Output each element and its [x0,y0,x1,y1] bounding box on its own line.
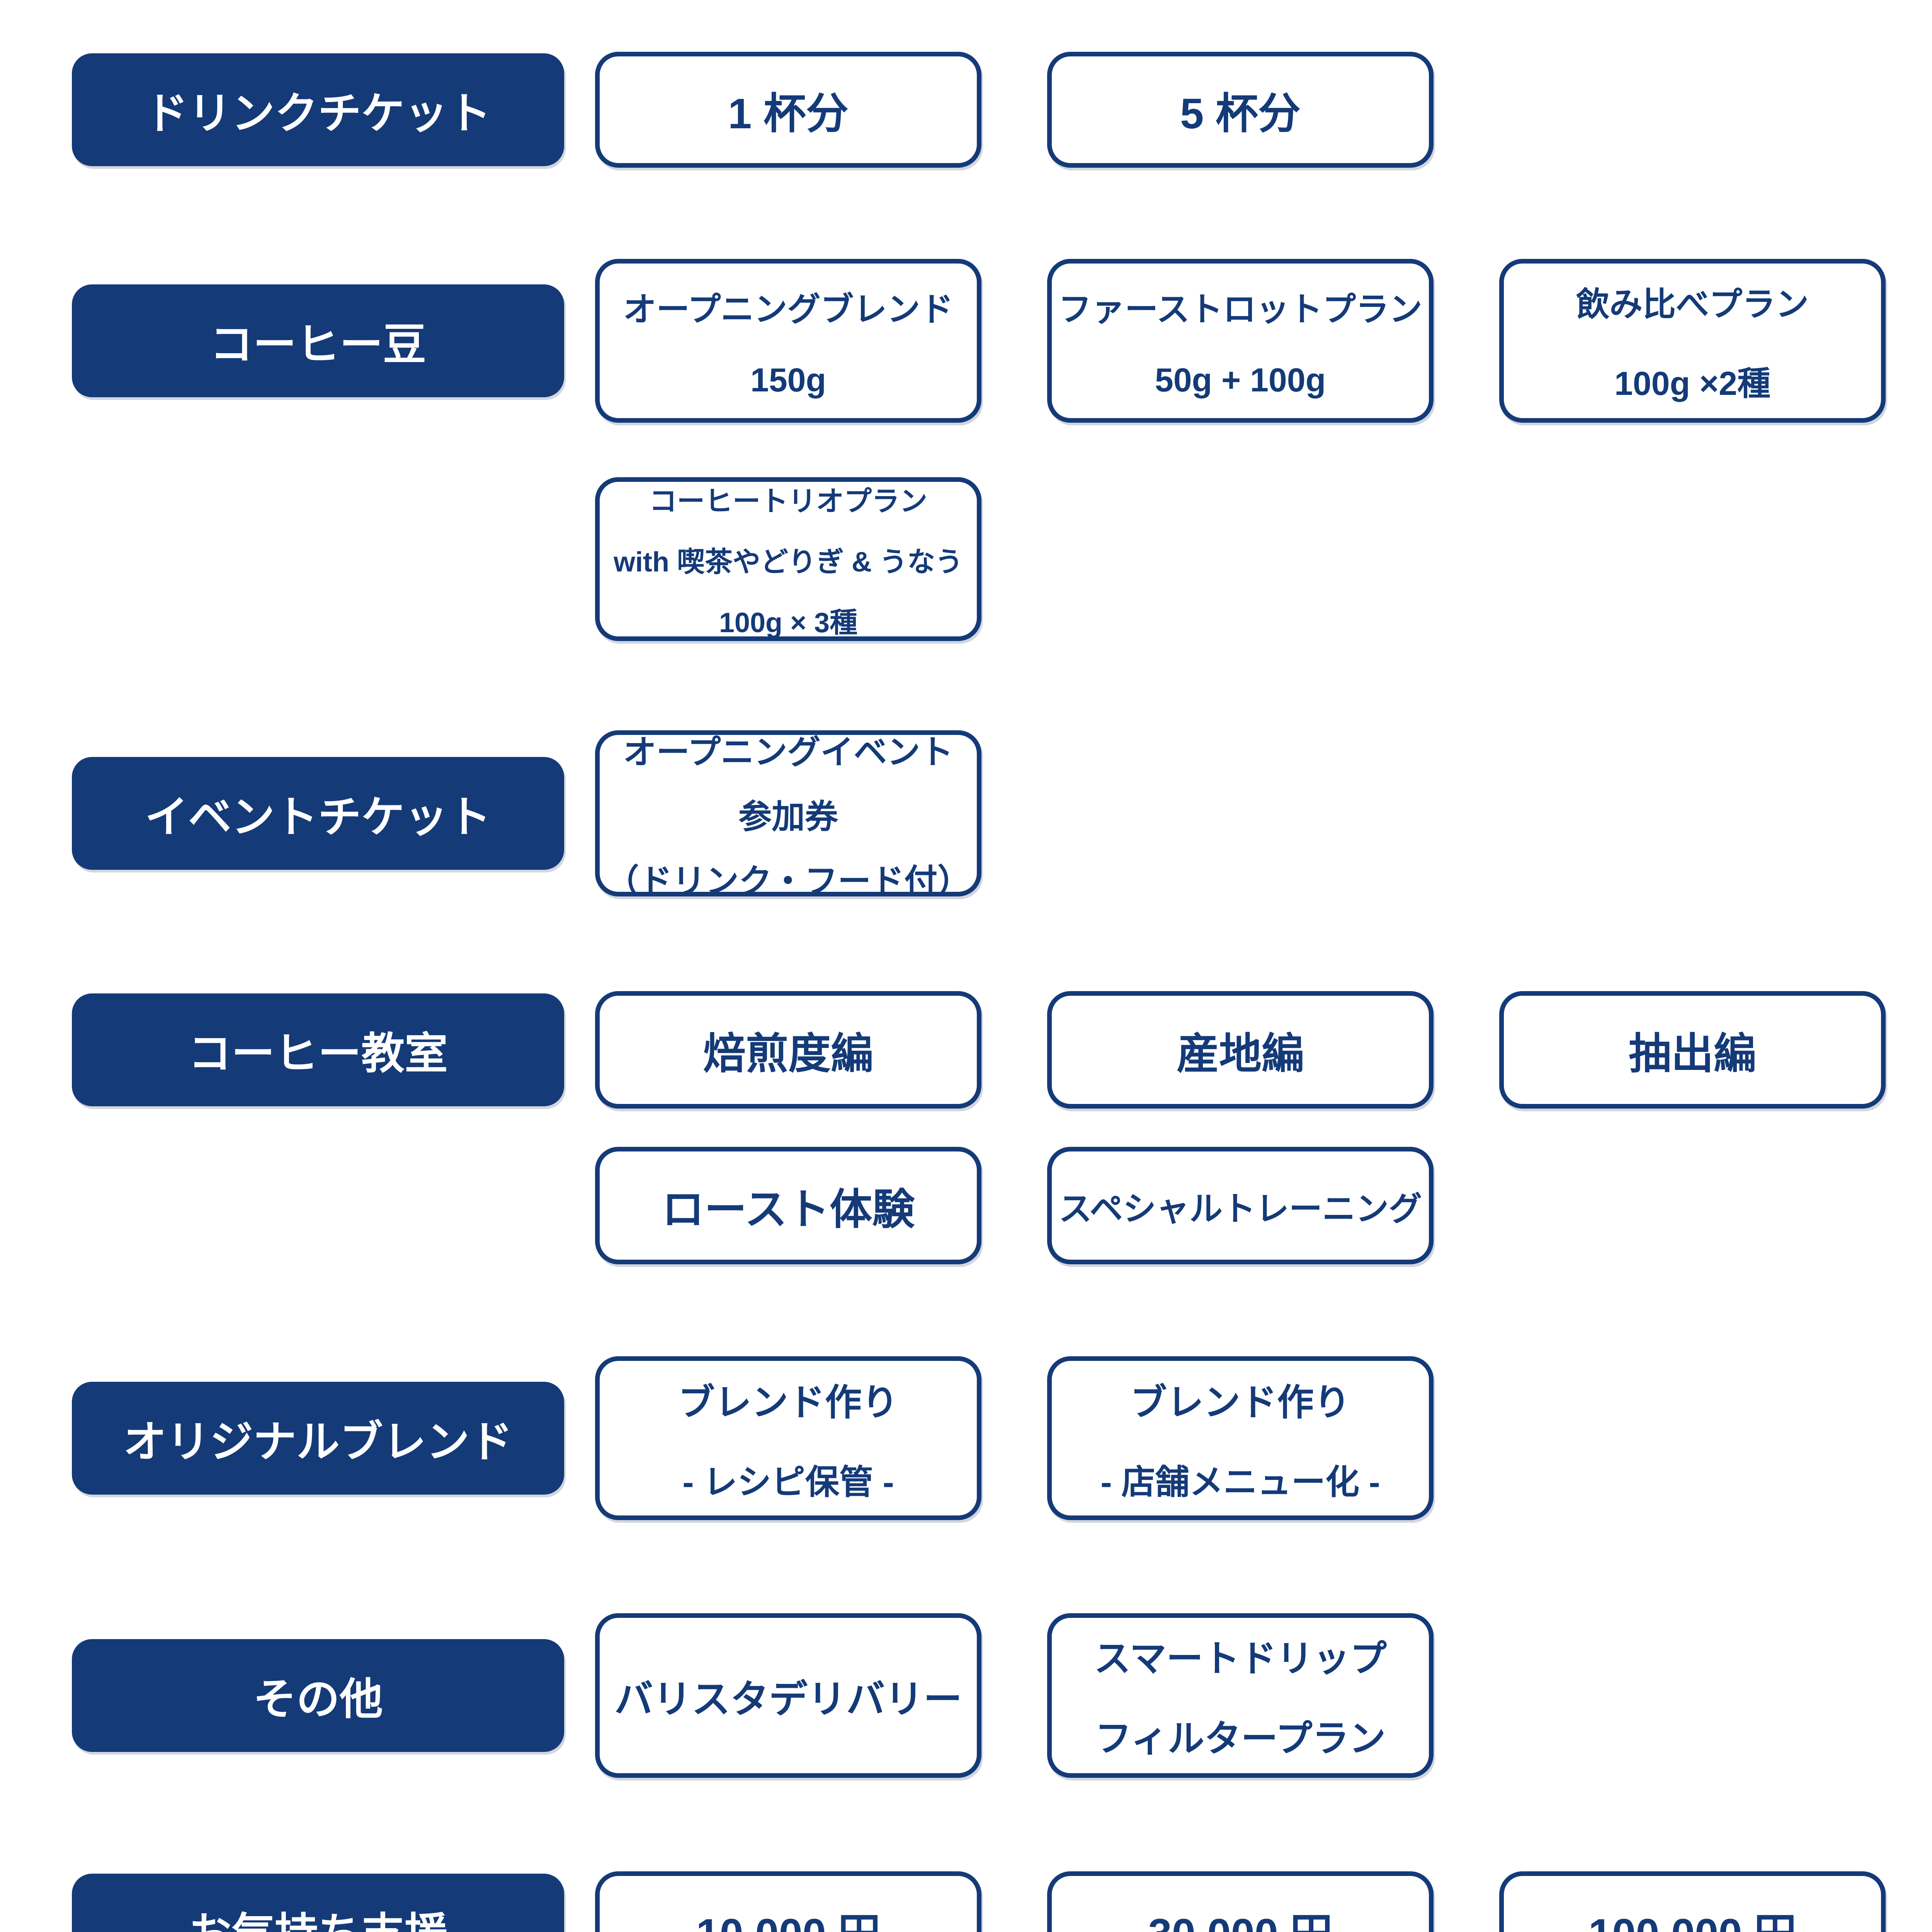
option-smart-drip-filter-button[interactable]: スマートドリップ フィルタープラン [1047,1613,1434,1778]
category-label-text: その他 [253,1675,383,1723]
row-coffee-beans-continued: コーヒートリオプラン with 喫茶やどりぎ & うなう 100g × 3種 [595,477,981,641]
category-label-text: オリジナルブレンド [123,1418,513,1466]
option-line: 100,000 円 [1588,1899,1796,1932]
category-label-event-ticket: イベントチケット [72,757,564,870]
category-label-original-blend: オリジナルブレンド [72,1382,564,1495]
category-label-support: お気持ち支援 [72,1874,564,1932]
option-line: ロースト体験 [662,1186,915,1233]
category-label-text: コーヒー豆 [210,320,426,369]
option-line: 産地編 [1177,1030,1304,1078]
option-line: 100g ×2種 [1614,365,1770,402]
option-roast-experience-button[interactable]: ロースト体験 [595,1147,981,1264]
option-line: with 喫茶やどりぎ & うなう [614,546,963,578]
row-coffee-class-continued: ロースト体験 スペシャルトレーニング [595,1147,1434,1264]
option-coffee-trio-plan-button[interactable]: コーヒートリオプラン with 喫茶やどりぎ & うなう 100g × 3種 [595,477,981,641]
option-line: 10,000 円 [696,1899,880,1932]
option-support-10000-button[interactable]: 10,000 円 [595,1871,981,1932]
option-line: - 店舗メニュー化 - [1100,1463,1380,1501]
option-roast-level-button[interactable]: 焙煎度編 [595,991,981,1109]
category-label-others: その他 [72,1639,564,1752]
option-extraction-button[interactable]: 抽出編 [1499,991,1886,1109]
option-line: 5 杯分 [1180,90,1301,138]
row-coffee-beans: コーヒー豆 オープニングブレンド 150g ファーストロットプラン 50g + … [72,259,1886,423]
option-blend-recipe-button[interactable]: ブレンド作り - レシピ保管 - [595,1356,981,1520]
option-line: ブレンド作り [678,1382,898,1423]
option-opening-event-ticket-button[interactable]: オープニングイベント 参加券 （ドリンク・フード付） [595,730,981,900]
option-line: フィルタープラン [1095,1718,1386,1759]
option-line: 1 杯分 [728,90,849,138]
row-original-blend: オリジナルブレンド ブレンド作り - レシピ保管 - ブレンド作り - 店舗メニ… [72,1356,1434,1520]
option-line: 50g + 100g [1155,362,1326,399]
option-line: コーヒートリオプラン [649,486,927,517]
option-line: スペシャルトレーニング [1059,1190,1422,1228]
option-line: 150g [750,362,827,399]
option-tasting-plan-button[interactable]: 飲み比べプラン 100g ×2種 [1499,259,1886,423]
option-first-lot-plan-button[interactable]: ファーストロットプラン 50g + 100g [1047,259,1434,423]
category-label-coffee-beans: コーヒー豆 [72,284,564,397]
option-origin-button[interactable]: 産地編 [1047,991,1434,1109]
option-line: （ドリンク・フード付） [605,862,971,900]
category-label-text: イベントチケット [145,793,491,841]
option-line: 100g × 3種 [719,607,858,638]
option-special-training-button[interactable]: スペシャルトレーニング [1047,1147,1434,1264]
category-label-text: ドリンクチケット [145,89,491,138]
option-1cup-button[interactable]: 1 杯分 [595,52,981,168]
option-line: オープニングイベント [623,733,954,771]
option-support-100000-button[interactable]: 100,000 円 [1499,1871,1886,1932]
option-line: ファーストロットプラン [1058,291,1422,328]
option-line: - レシピ保管 - [682,1463,894,1501]
row-coffee-class: コーヒー教室 焙煎度編 産地編 抽出編 [72,991,1886,1109]
row-others: その他 バリスタデリバリー スマートドリップ フィルタープラン [72,1613,1434,1778]
category-label-drink-ticket: ドリンクチケット [72,53,564,166]
option-line: スマートドリップ [1094,1638,1387,1679]
option-opening-blend-button[interactable]: オープニングブレンド 150g [595,259,981,423]
row-drink-ticket: ドリンクチケット 1 杯分 5 杯分 [72,52,1434,168]
category-label-coffee-class: コーヒー教室 [72,993,564,1106]
option-line: 飲み比べプラン [1576,286,1809,323]
option-line: 30,000 円 [1148,1899,1332,1932]
option-line: 参加券 [738,798,838,835]
option-line: バリスタデリバリー [614,1677,962,1721]
category-label-text: コーヒー教室 [188,1029,448,1078]
option-barista-delivery-button[interactable]: バリスタデリバリー [595,1613,981,1778]
option-line: オープニングブレンド [623,291,954,328]
option-support-30000-button[interactable]: 30,000 円 [1047,1871,1434,1932]
row-support: お気持ち支援 10,000 円 30,000 円 100,000 円 [72,1871,1886,1932]
option-line: ブレンド作り [1130,1382,1350,1423]
row-event-ticket: イベントチケット オープニングイベント 参加券 （ドリンク・フード付） [72,730,981,900]
option-blend-shop-menu-button[interactable]: ブレンド作り - 店舗メニュー化 - [1047,1356,1434,1520]
option-line: 焙煎度編 [703,1030,873,1078]
option-5cups-button[interactable]: 5 杯分 [1047,52,1434,168]
option-line: 抽出編 [1629,1030,1756,1078]
category-label-text: お気持ち支援 [188,1899,448,1932]
